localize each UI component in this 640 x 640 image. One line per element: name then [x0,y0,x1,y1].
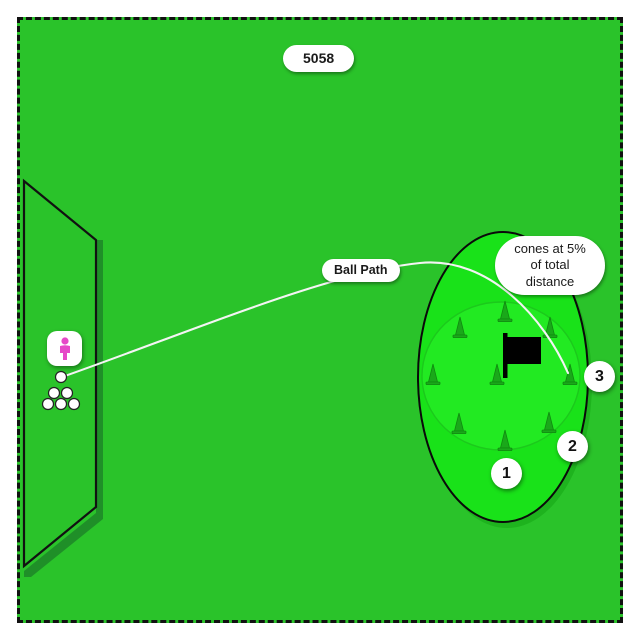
status-badge-1[interactable]: 1 [491,458,522,489]
status-badge-2[interactable]: 2 [557,431,588,462]
cones-label-line-2: of total distance [525,257,575,289]
person-icon [59,336,70,360]
page-title: 5058 [283,45,355,72]
status-badge-3[interactable]: 3 [584,361,615,392]
cones-distance-label: cones at 5% of total distance [495,236,605,295]
playing-field [17,17,623,623]
ball-path-label: Ball Path [322,259,400,282]
cones-label-line-1: cones at 5% [514,241,586,256]
player-icon[interactable] [47,331,82,366]
